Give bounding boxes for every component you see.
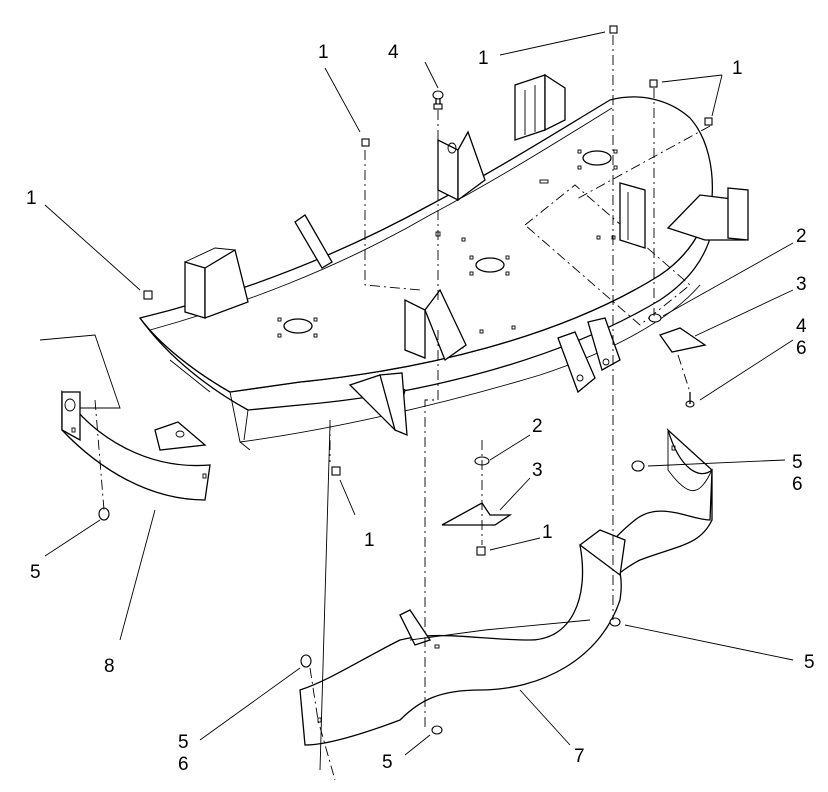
deck-brackets: [184, 73, 749, 437]
carriage-bolt-icon: [300, 654, 312, 668]
callout-front-baffle: 7: [574, 746, 585, 767]
locknut-icon: [143, 290, 153, 300]
callout-carriage-bolt: 5: [382, 752, 393, 773]
bracket-icon: [441, 502, 513, 526]
left-side-baffle: [39, 334, 211, 501]
locknut-icon: [476, 546, 486, 556]
bolt-icon: [685, 392, 695, 408]
callout-spacer: 6: [792, 474, 803, 495]
locknut-icon: [609, 25, 618, 34]
washer-icon: [648, 313, 662, 323]
carriage-bolt-icon: [98, 507, 110, 521]
leader-lines: [44, 31, 794, 756]
callout-spacer: 6: [178, 754, 189, 775]
callout-locknut: 1: [318, 42, 329, 63]
callout-bracket: 3: [532, 460, 543, 481]
callout-bolt: 4: [796, 316, 807, 337]
bracket-icon: [658, 327, 707, 353]
locknut-icon: [704, 117, 713, 126]
assembly-lines: [94, 35, 711, 781]
hardware: [98, 25, 713, 735]
carriage-bolt-icon: [609, 617, 621, 627]
carriage-bolt-icon: [631, 460, 645, 472]
front-baffle: [299, 529, 626, 746]
callout-carriage-bolt: 5: [804, 652, 815, 673]
callout-locknut: 1: [478, 48, 489, 69]
callout-carriage-bolt: 5: [792, 452, 803, 473]
callout-washer: 2: [532, 416, 543, 437]
bolt-icon: [432, 90, 444, 110]
callout-locknut: 1: [542, 522, 553, 543]
callout-carriage-bolt: 5: [178, 732, 189, 753]
locknut-icon: [361, 138, 370, 147]
callout-bracket: 3: [796, 274, 807, 295]
callout-side-baffle: 8: [104, 656, 115, 677]
callout-washer: 2: [796, 226, 807, 247]
callout-bolt: 4: [388, 42, 399, 63]
locknut-icon: [649, 79, 658, 88]
locknut-icon: [331, 466, 341, 476]
callout-locknut: 1: [364, 530, 375, 551]
callout-carriage-bolt: 5: [30, 562, 41, 583]
callout-spacer: 6: [796, 338, 807, 359]
callouts: 1 4 1 1 1 2 3 4 6 2 3 1 1 5 6 5 8 5 5 6 …: [26, 42, 815, 775]
carriage-bolt-icon: [431, 725, 443, 735]
callout-locknut: 1: [26, 188, 37, 209]
callout-locknut: 1: [732, 58, 743, 79]
